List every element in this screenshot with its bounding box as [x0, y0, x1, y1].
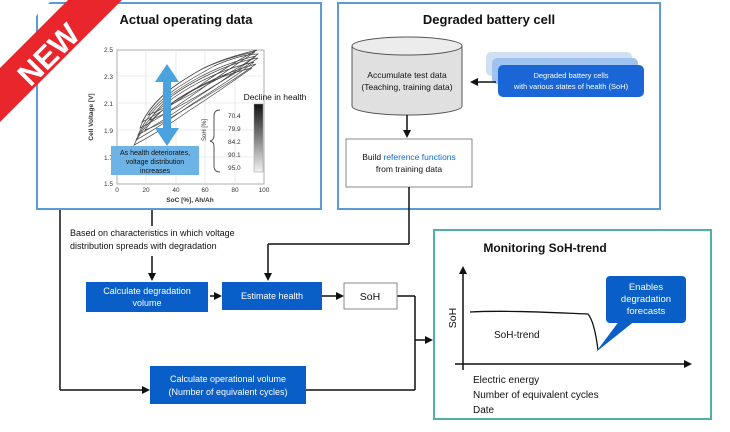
svg-text:Build reference functions: Build reference functions	[362, 152, 456, 162]
voltage-y-axis-label: Cell Voltage [V]	[88, 93, 95, 140]
voltage-callout: As health deteriorates, voltage distribu…	[111, 146, 199, 175]
degraded-cell-panel: Degraded battery cell Accumulate test da…	[337, 2, 661, 210]
svg-text:SoH: SoH	[360, 291, 380, 303]
voltage-y-ticks: 2.5 2.3 2.1 1.9 1.7 1.5	[104, 47, 113, 188]
svg-text:100: 100	[259, 187, 270, 194]
voltage-loops	[133, 49, 259, 146]
soh-legend: Decline in health SoH [%] 70.4 79.9 84.2…	[202, 92, 307, 173]
svg-text:(Number of equivalent cycles): (Number of equivalent cycles)	[168, 387, 287, 397]
svg-text:2.5: 2.5	[104, 47, 113, 54]
svg-text:Accumulate test data: Accumulate test data	[367, 70, 447, 80]
svg-text:increases: increases	[140, 168, 170, 175]
monitoring-panel-title: Monitoring SoH-trend	[483, 241, 606, 255]
svg-text:60: 60	[201, 187, 209, 194]
svg-text:2.3: 2.3	[104, 74, 113, 81]
svg-text:Number of equivalent cycles: Number of equivalent cycles	[473, 390, 599, 401]
svg-text:84.2: 84.2	[228, 139, 241, 146]
svg-text:95.0: 95.0	[228, 165, 241, 172]
svg-text:79.9: 79.9	[228, 126, 241, 133]
svg-text:voltage distribution: voltage distribution	[126, 159, 184, 166]
characteristics-note: Based on characteristics in which voltag…	[70, 228, 235, 251]
legend-axis-label: SoH [%]	[202, 119, 208, 141]
svg-text:40: 40	[172, 187, 180, 194]
soh-box: SoH	[343, 282, 398, 310]
svg-text:1.7: 1.7	[104, 155, 113, 162]
svg-text:from training data: from training data	[376, 164, 442, 174]
svg-text:Estimate health: Estimate health	[241, 291, 303, 301]
spread-arrow	[155, 64, 179, 146]
svg-text:Electric energy: Electric energy	[473, 375, 539, 386]
svg-text:distribution spreads with degr: distribution spreads with degradation	[70, 241, 217, 251]
operating-data-panel: Actual operating data	[36, 2, 322, 210]
voltage-x-ticks: 0 20 40 60 80 100	[115, 187, 270, 194]
svg-text:2.1: 2.1	[104, 101, 113, 108]
soh-trend-line	[469, 310, 599, 351]
svg-text:Degraded battery cells: Degraded battery cells	[533, 71, 608, 80]
svg-text:1.9: 1.9	[104, 128, 113, 135]
monitoring-x-labels: Electric energy Number of equivalent cyc…	[473, 375, 599, 416]
svg-text:90.1: 90.1	[228, 152, 241, 159]
voltage-x-axis-label: SoC [%], Ah/Ah	[166, 197, 213, 204]
svg-text:degradation: degradation	[621, 294, 671, 305]
svg-text:As health deteriorates,: As health deteriorates,	[120, 150, 190, 157]
soh-trend-label: SoH-trend	[494, 330, 540, 341]
svg-text:Enables: Enables	[629, 282, 664, 293]
svg-text:20: 20	[142, 187, 150, 194]
soh-axis-label: SoH	[447, 308, 459, 328]
calc-degradation-box: Calculate degradation volume	[86, 282, 208, 312]
svg-text:(Teaching, training data): (Teaching, training data)	[361, 82, 452, 92]
degraded-cells-stack: Degraded battery cells with various stat…	[486, 52, 644, 97]
svg-text:Calculate operational volume: Calculate operational volume	[170, 374, 286, 384]
svg-text:forecasts: forecasts	[627, 306, 666, 317]
svg-text:Calculate degradation: Calculate degradation	[103, 286, 191, 296]
processing-flow: Based on characteristics in which voltag…	[59, 187, 433, 404]
estimate-health-box: Estimate health	[222, 282, 322, 310]
svg-text:80: 80	[231, 187, 239, 194]
calc-operational-box: Calculate operational volume (Number of …	[150, 366, 306, 404]
operating-panel-title: Actual operating data	[120, 12, 254, 27]
monitoring-panel: Monitoring SoH-trend SoH SoH-trend Enabl…	[433, 229, 712, 420]
training-database: Accumulate test data (Teaching, training…	[351, 36, 463, 116]
svg-text:Date: Date	[473, 405, 495, 416]
degraded-panel-title: Degraded battery cell	[423, 12, 555, 27]
legend-title: Decline in health	[244, 92, 307, 102]
forecast-callout: Enables degradation forecasts	[596, 276, 686, 352]
svg-text:0: 0	[115, 187, 119, 194]
svg-text:70.4: 70.4	[228, 113, 241, 120]
svg-text:Based on characteristics in wh: Based on characteristics in which voltag…	[70, 228, 235, 238]
build-reference-box: Build reference functions from training …	[345, 138, 473, 188]
svg-text:volume: volume	[132, 298, 161, 308]
svg-text:1.5: 1.5	[104, 181, 113, 188]
svg-text:with various states of health: with various states of health (SoH)	[513, 82, 629, 91]
